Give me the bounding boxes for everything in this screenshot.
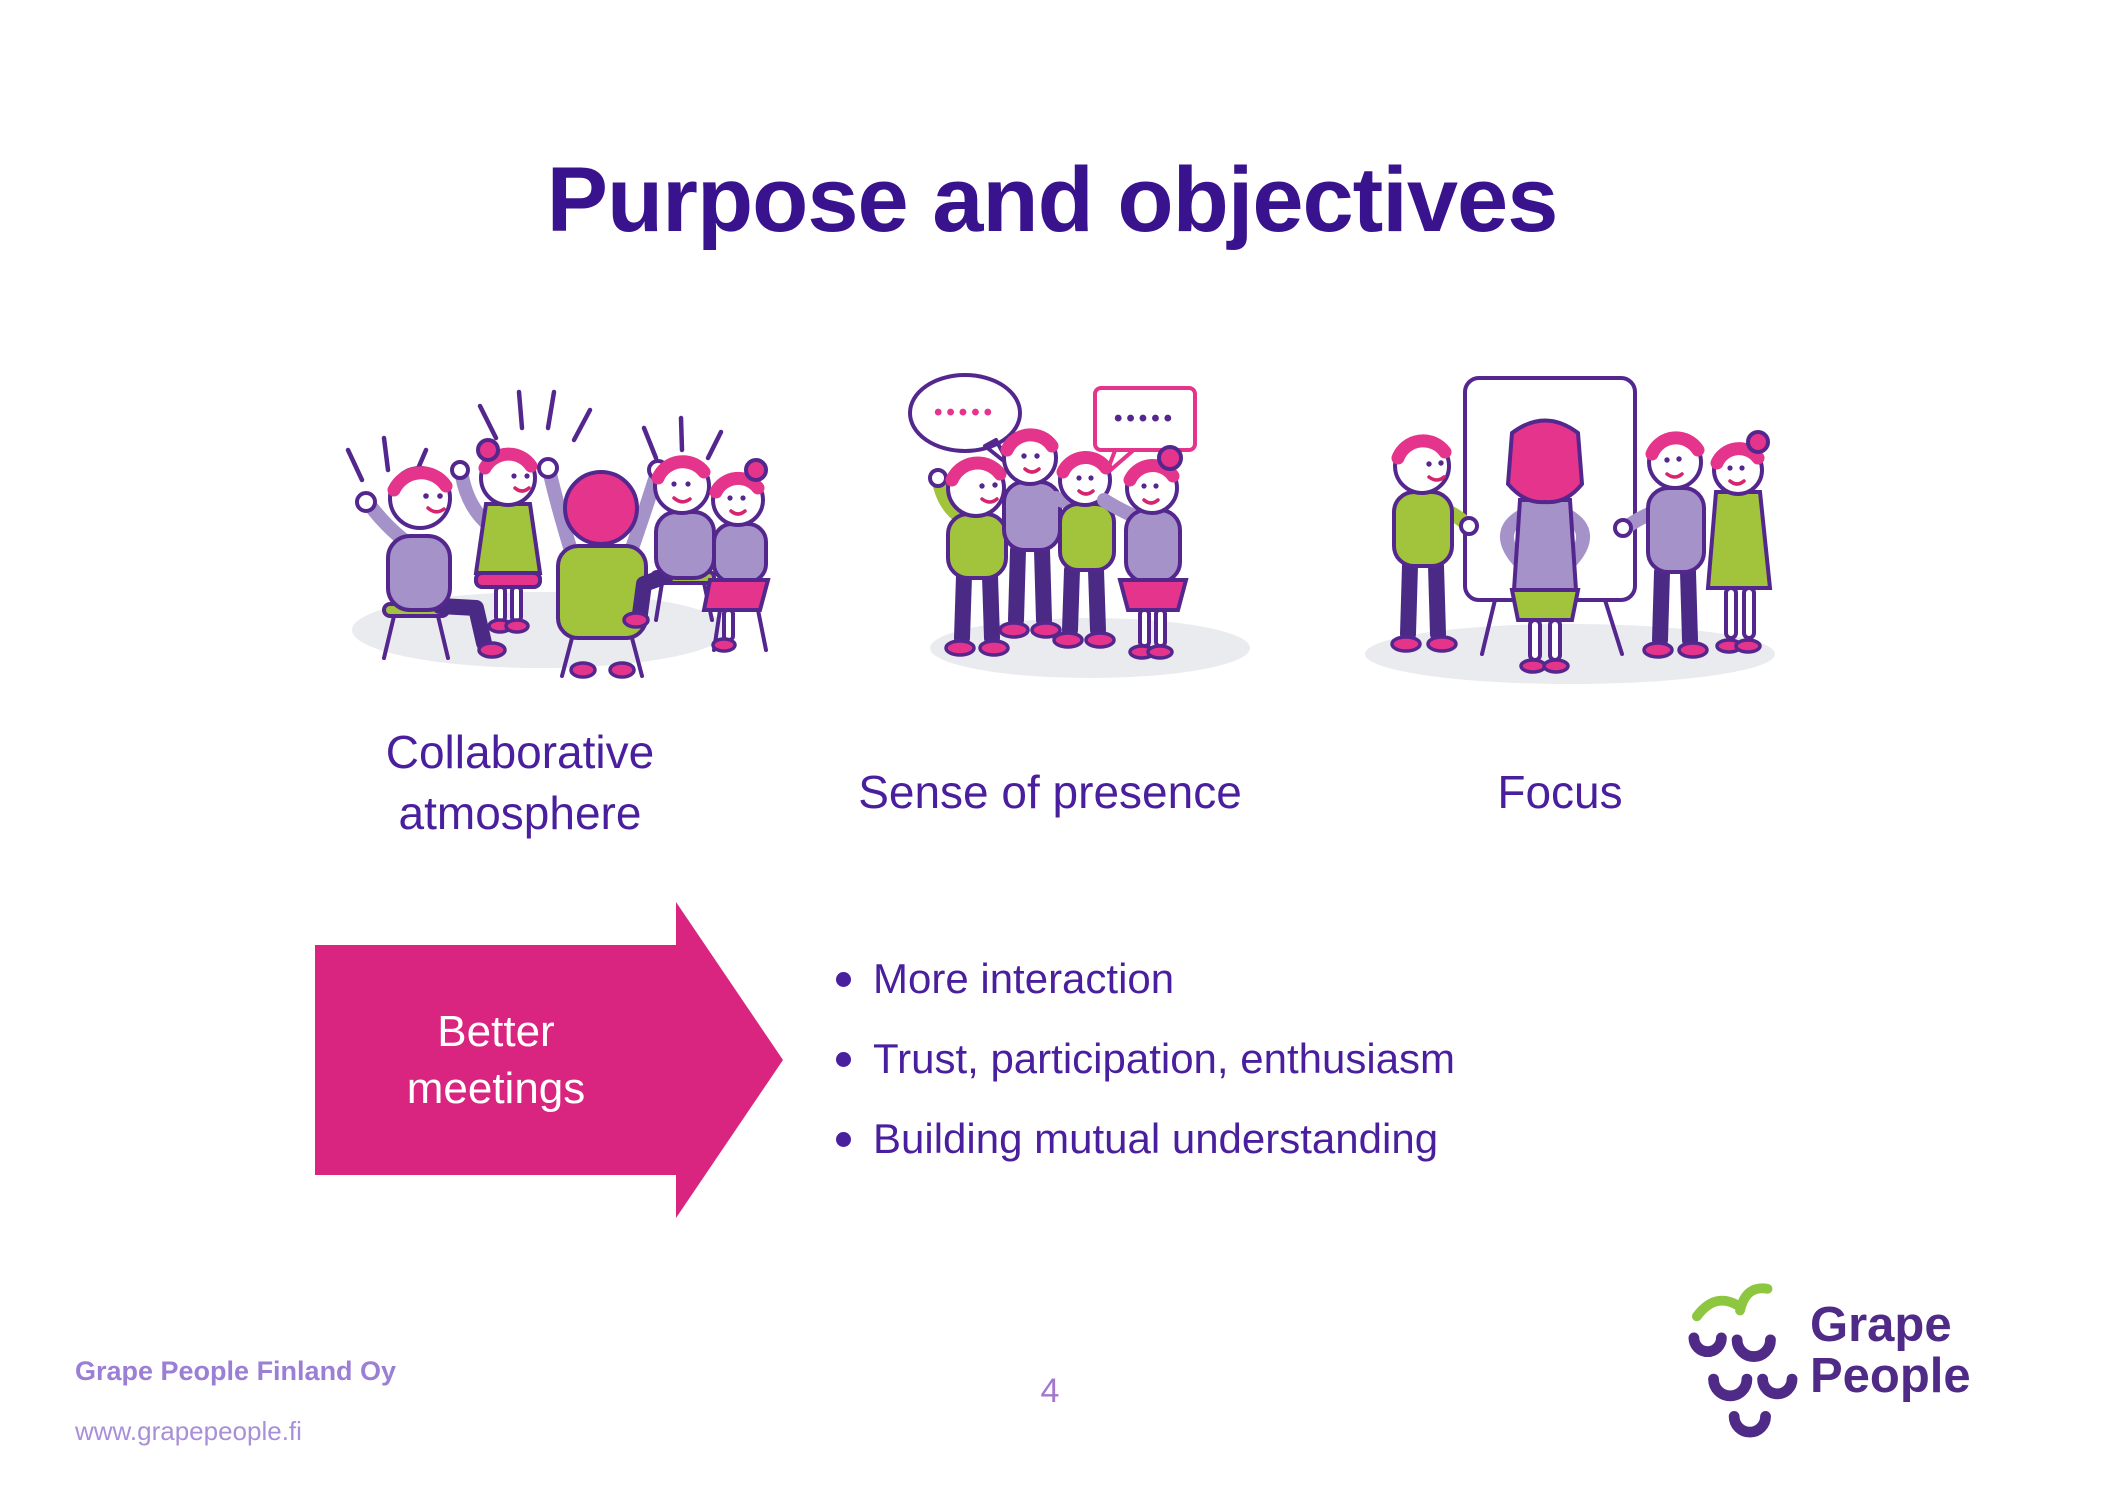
man-green-left [1390,434,1479,653]
bullet-text: Trust, participation, enthusiasm [873,1035,1456,1082]
woman-right [1097,445,1189,660]
bullet-dot [836,1132,851,1147]
man-purple-pointing [1613,431,1709,659]
page-number: 4 [1040,1372,1060,1410]
focus-illustration [1365,376,1775,684]
seated-woman-far-right [701,458,771,653]
speech-bubble-round-dots: ••••• [934,399,996,426]
bullet-text: More interaction [873,955,1175,1002]
excitement-rays [345,389,724,483]
slide-title: Purpose and objectives [546,149,1559,251]
footer-company-name: Grape People Finland Oy [75,1356,397,1386]
footer-website: www.grapepeople.fi [75,1416,302,1446]
man-green-second [1052,451,1116,649]
better-meetings-arrow-label: Better meetings [406,1006,586,1113]
woman-green-right [1705,430,1773,654]
man-green-pointing [928,456,1010,657]
presenter-woman-back-view [1500,418,1590,674]
collaborative-atmosphere-illustration [345,389,771,679]
caption-collaborative-atmosphere: Collaborative atmosphere [385,726,655,839]
speech-bubble-square-dots: ••••• [1114,405,1176,432]
speech-bubble-square: ••••• [1093,386,1197,476]
better-meetings-arrow: Better meetings [315,945,677,1175]
grape-cluster-icon [1688,1283,1798,1438]
benefits-bullet-list: More interaction Trust, participation, e… [836,952,1455,1166]
sense-of-presence-illustration: ••••• ••••• [908,373,1250,678]
logo-grapes [1688,1332,1798,1438]
bullet-item: More interaction [836,952,1455,1006]
caption-focus: Focus [1497,766,1623,818]
bullet-dot [836,1052,851,1067]
standing-woman-green-dress [450,438,543,634]
better-meetings-arrow-head [676,902,783,1218]
seated-man-left [355,466,507,660]
logo-wordmark: Grape People [1810,1298,1971,1403]
bullet-text: Building mutual understanding [873,1115,1439,1162]
seated-man-right [622,455,716,629]
bullet-item: Building mutual understanding [836,1112,1455,1166]
bullet-item: Trust, participation, enthusiasm [836,1032,1455,1086]
caption-sense-of-presence: Sense of presence [858,766,1242,818]
bullet-dot [836,972,851,987]
floor-shadow [1365,624,1775,684]
logo-leaves [1691,1283,1773,1322]
man-purple-center [998,428,1099,639]
